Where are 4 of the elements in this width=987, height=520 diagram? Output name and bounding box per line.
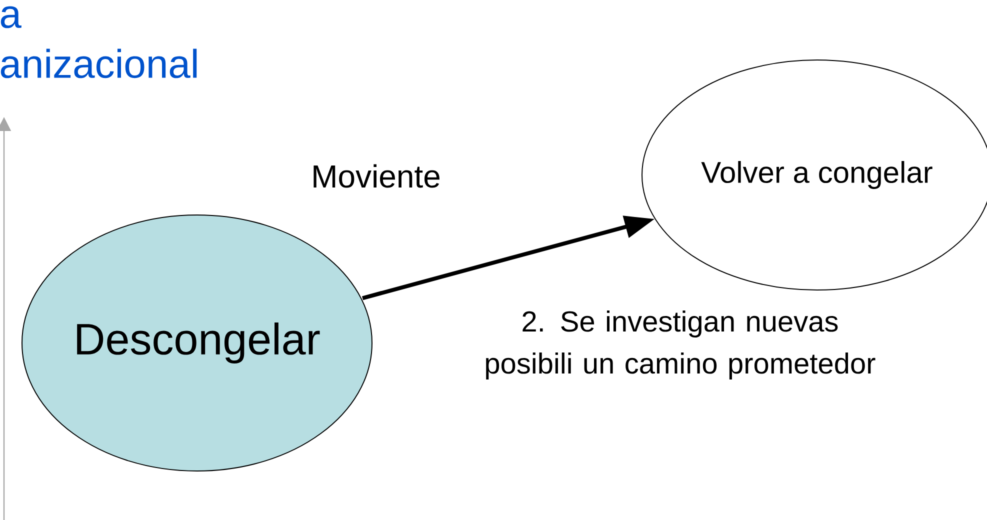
edge-label: Moviente	[310, 163, 442, 189]
note-text: 2. Se investigan nuevas posibili un camino prometedor	[486, 310, 876, 380]
title: a anizacional	[0, 6, 197, 78]
ellipse-node: Descongelar	[22, 214, 372, 472]
